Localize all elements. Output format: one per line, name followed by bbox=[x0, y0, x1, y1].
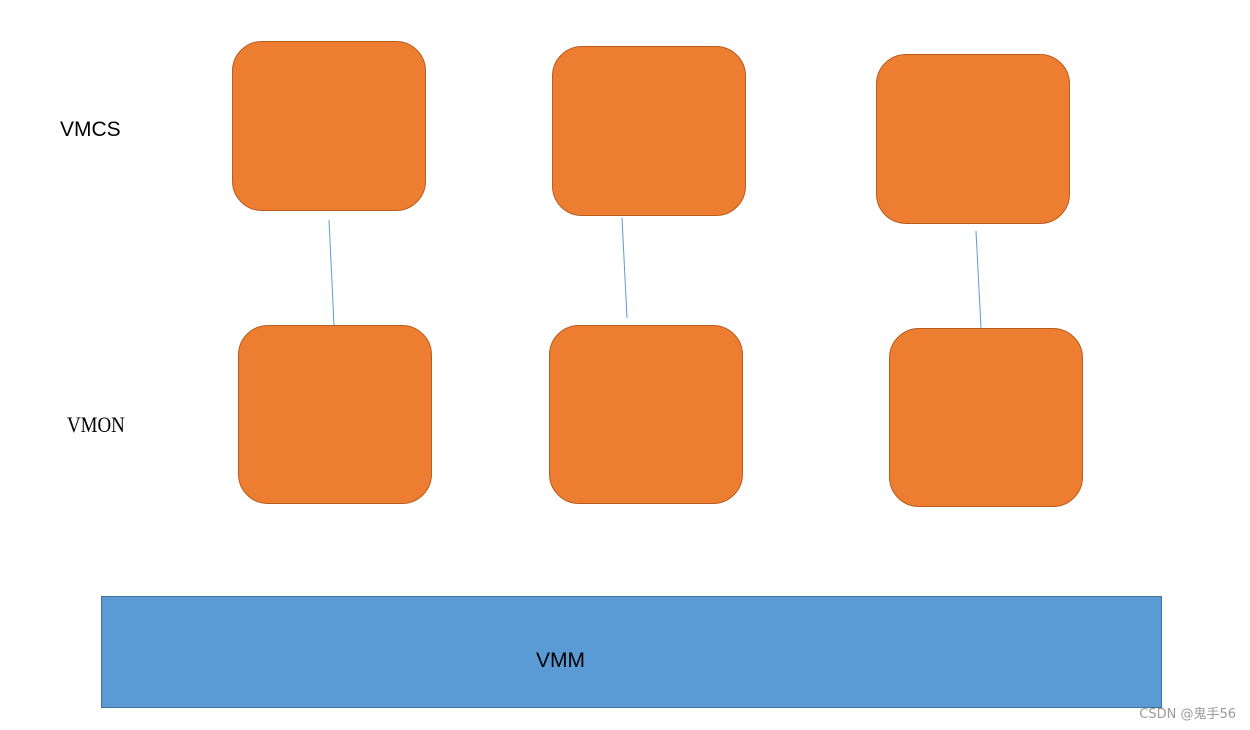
vmcs-box-2 bbox=[552, 46, 746, 216]
vmon-box-1 bbox=[238, 325, 432, 504]
vmon-box-2 bbox=[549, 325, 743, 504]
watermark: CSDN @鬼手56 bbox=[1139, 707, 1236, 722]
vmcs-box-1 bbox=[232, 41, 426, 211]
connector-line-1 bbox=[328, 219, 335, 326]
vmon-box-3 bbox=[889, 328, 1083, 507]
vmcs-box-3 bbox=[876, 54, 1070, 224]
vmcs-row-label: VMCS bbox=[60, 118, 121, 141]
connector-line-3 bbox=[975, 230, 982, 329]
connector-line-2 bbox=[621, 217, 628, 319]
vmm-label: VMM bbox=[536, 649, 585, 672]
vmon-row-label: VMON bbox=[67, 412, 125, 437]
vmm-bar: VMM bbox=[101, 596, 1162, 708]
